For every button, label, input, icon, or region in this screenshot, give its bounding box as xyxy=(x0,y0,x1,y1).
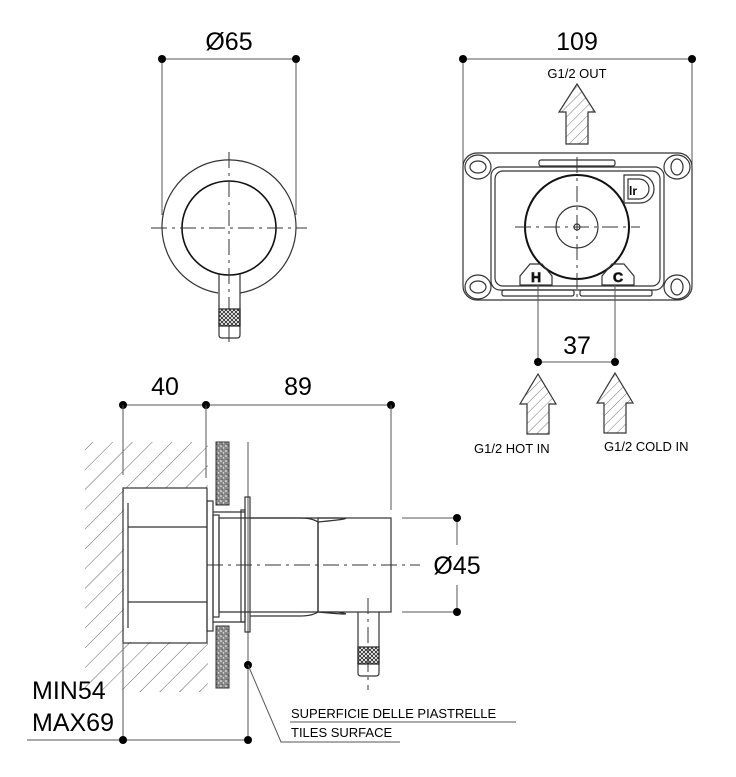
dim-endpoint xyxy=(453,514,461,522)
tiles-leader-line xyxy=(247,664,400,743)
tile-lower xyxy=(215,625,230,689)
min-depth-label: MIN54 xyxy=(32,677,106,705)
wall-hatch xyxy=(85,442,208,692)
outlet-label: G1/2 OUT xyxy=(547,66,606,81)
mounting-lugs xyxy=(464,154,691,300)
dim-endpoint xyxy=(292,55,300,63)
box-outer xyxy=(462,152,693,301)
dim-endpoint xyxy=(119,736,127,744)
svg-text:H: H xyxy=(531,269,541,285)
inlet-spacing-label: 37 xyxy=(563,332,591,360)
bottom-slot-right xyxy=(579,289,653,297)
cold-inlet-label: G1/2 COLD IN xyxy=(604,439,689,454)
outlet-arrow-icon xyxy=(557,82,597,145)
cold-marker-icon: C xyxy=(601,263,635,286)
hot-inlet-arrow-icon xyxy=(518,372,558,435)
max-depth-label: MAX69 xyxy=(32,709,114,737)
dim-endpoint xyxy=(244,736,252,744)
front-diameter-label: Ø65 xyxy=(205,28,252,56)
side-view: 40 89 Ø45 xyxy=(27,373,516,744)
wall-depth-label: 40 xyxy=(151,373,179,401)
dim-endpoint xyxy=(158,55,166,63)
body-diameter-label: Ø45 xyxy=(433,552,480,580)
dim-endpoint xyxy=(459,55,467,63)
projection-label: 89 xyxy=(284,373,312,401)
box-view: 109 G1/2 OUT lr xyxy=(459,28,696,456)
lever-handle xyxy=(218,274,241,339)
svg-text:C: C xyxy=(613,269,623,285)
dim-endpoint xyxy=(688,55,696,63)
logo-icon: lr xyxy=(623,174,655,204)
dim-endpoint xyxy=(611,358,619,366)
lever-knurl xyxy=(218,308,241,327)
side-lever xyxy=(357,612,380,677)
dim-endpoint xyxy=(534,358,542,366)
handle-body xyxy=(218,517,347,615)
wall-hatch-lower xyxy=(124,642,208,692)
tiles-surface-en-label: TILES SURFACE xyxy=(291,725,392,740)
tiles-surface-it-label: SUPERFICIE DELLE PIASTRELLE xyxy=(291,706,497,721)
in-wall-body xyxy=(122,487,208,644)
front-view: Ø65 xyxy=(151,28,307,345)
box-width-label: 109 xyxy=(556,28,598,56)
hot-inlet-label: G1/2 HOT IN xyxy=(474,441,550,456)
tile-upper xyxy=(215,441,230,506)
dim-endpoint xyxy=(453,608,461,616)
svg-text:lr: lr xyxy=(629,184,637,198)
cold-inlet-arrow-icon xyxy=(595,371,635,434)
hot-marker-icon: H xyxy=(519,263,553,286)
